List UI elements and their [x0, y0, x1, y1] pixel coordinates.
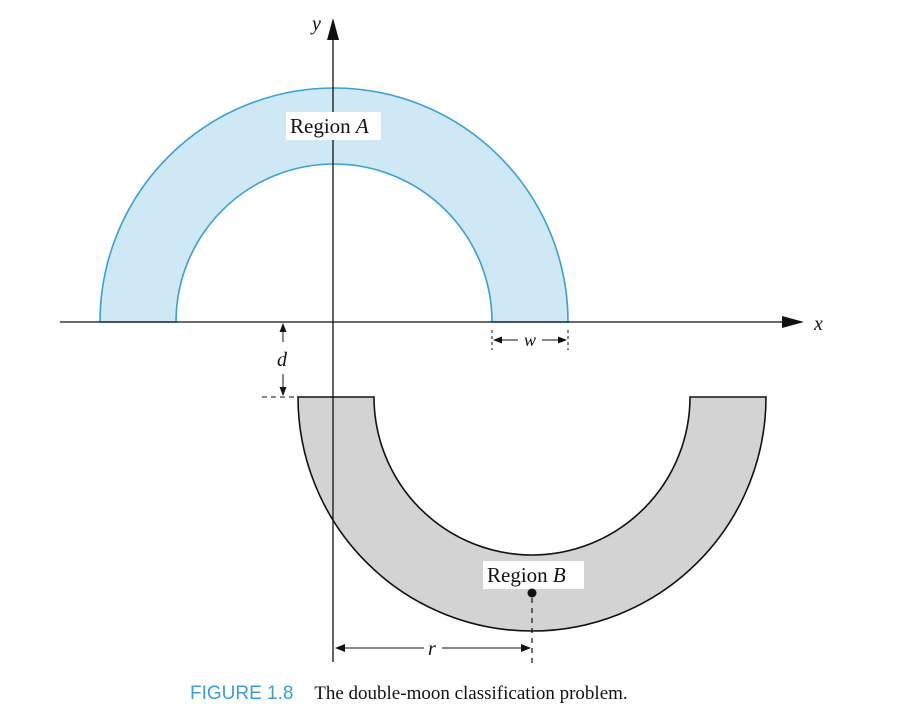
figure-number: FIGURE 1.8 — [190, 683, 294, 704]
x-axis-label: x — [813, 313, 823, 335]
region-a-label-box — [286, 112, 381, 140]
region-b-label-box — [483, 561, 584, 589]
y-axis-label: y — [310, 13, 321, 35]
figure-caption: FIGURE 1.8 The double-moon classificatio… — [190, 683, 628, 705]
y-axis-arrow — [327, 18, 339, 40]
region-b-shape — [297, 396, 767, 632]
x-axis-arrow — [782, 316, 804, 328]
distance-label: d — [277, 349, 288, 371]
radius-label: r — [428, 638, 436, 660]
region-a-shape — [99, 87, 569, 323]
figure-caption-text: The double-moon classification problem. — [314, 683, 628, 704]
region-a-label: Region A — [290, 114, 369, 138]
region-b-center-dot — [527, 588, 537, 598]
width-label: w — [524, 330, 536, 350]
region-b-label: Region B — [487, 563, 566, 587]
